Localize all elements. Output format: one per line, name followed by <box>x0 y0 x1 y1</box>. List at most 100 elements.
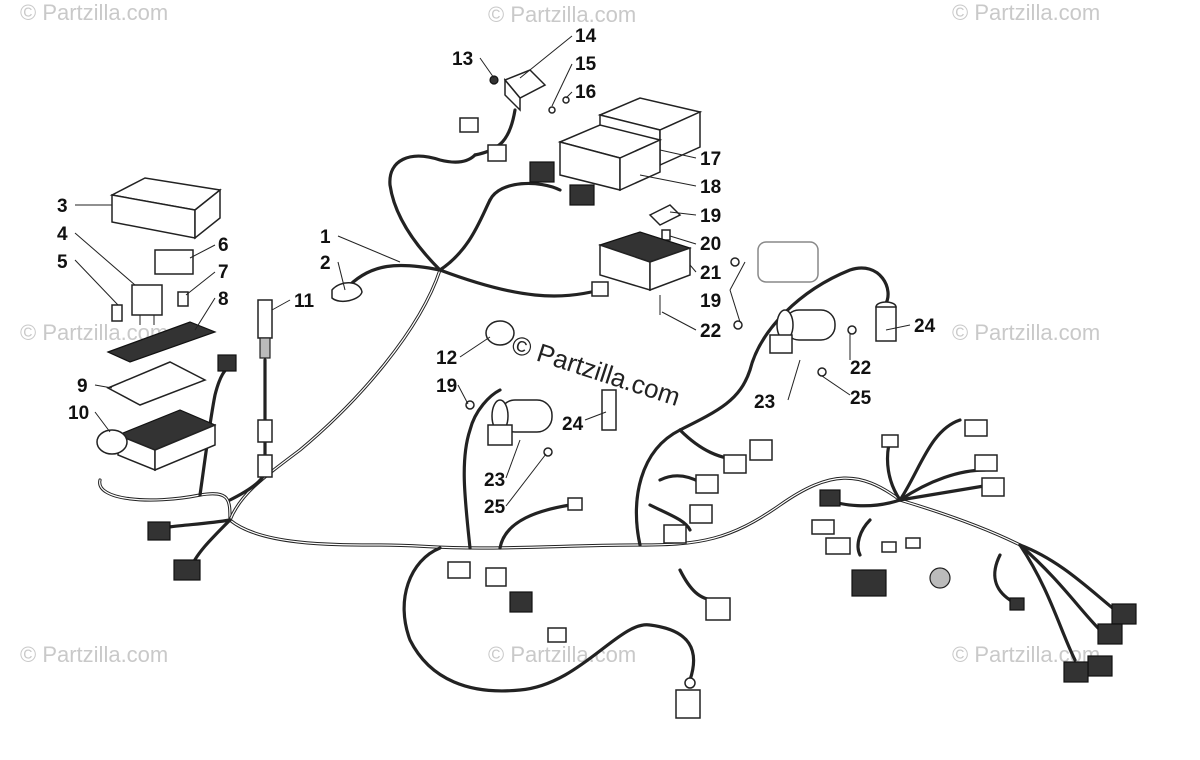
callout-13: 13 <box>452 49 473 70</box>
callout-4: 4 <box>57 224 68 245</box>
callout-17: 17 <box>700 149 721 170</box>
callout-19: 19 <box>700 206 721 227</box>
fuse-box-cover <box>109 177 222 240</box>
callout-12: 12 <box>436 348 457 369</box>
callout-10: 10 <box>68 403 89 424</box>
connector <box>981 477 1005 497</box>
screw <box>847 325 857 335</box>
connector <box>485 567 507 587</box>
connector <box>447 561 471 579</box>
connector <box>1111 603 1137 625</box>
connector <box>1097 623 1123 645</box>
connector <box>487 144 507 162</box>
cable-clamp <box>96 429 128 455</box>
watermark: © Partzilla.com <box>952 0 1100 25</box>
nut <box>489 75 499 85</box>
callout-22-right: 22 <box>850 358 871 379</box>
fuse-label-card <box>106 321 217 363</box>
callout-14: 14 <box>575 26 597 47</box>
sensor-connector <box>257 454 273 478</box>
ecu-cover <box>557 124 663 192</box>
washer <box>648 204 682 226</box>
callout-labels: 1 2 3 4 5 6 7 8 9 10 11 12 13 14 15 16 1… <box>57 26 936 518</box>
oxygen-sensor <box>257 299 273 359</box>
voltage-regulator <box>598 231 692 292</box>
callout-25-right: 25 <box>850 388 872 409</box>
callout-19-right: 19 <box>700 291 721 312</box>
connector <box>569 184 595 206</box>
callout-22: 22 <box>700 321 721 342</box>
callout-25-center: 25 <box>484 497 506 518</box>
connector <box>1063 661 1089 683</box>
connector <box>459 117 479 133</box>
connector <box>749 439 773 461</box>
callout-5: 5 <box>57 252 68 273</box>
fuse-box-gasket <box>106 361 207 406</box>
callout-1: 1 <box>320 227 331 248</box>
nut <box>730 257 740 267</box>
connector <box>689 504 713 524</box>
grommet <box>485 320 515 346</box>
connector <box>591 281 609 297</box>
callout-9: 9 <box>77 376 88 397</box>
connector <box>509 591 533 613</box>
mounting-bracket-side <box>504 77 521 112</box>
callout-15: 15 <box>575 54 597 75</box>
fuse-box-base <box>116 409 217 472</box>
callout-21: 21 <box>700 263 722 284</box>
watermark: © Partzilla.com <box>488 2 636 27</box>
connector <box>675 689 701 719</box>
callout-24-center: 24 <box>562 414 584 435</box>
watermark: © Partzilla.com <box>20 0 168 25</box>
ring-terminal <box>567 497 583 511</box>
connector <box>705 597 731 621</box>
nut <box>733 320 743 330</box>
connector <box>881 541 897 553</box>
parts <box>96 69 1137 719</box>
harness-clip <box>331 282 363 303</box>
callout-8: 8 <box>218 289 229 310</box>
spark-plug-cap-right <box>875 301 897 342</box>
starter-relay <box>757 241 819 283</box>
connector <box>217 354 237 372</box>
connector <box>905 537 921 549</box>
callout-20: 20 <box>700 234 721 255</box>
callout-18: 18 <box>700 177 721 198</box>
nut <box>661 229 671 241</box>
callout-23-center: 23 <box>484 470 505 491</box>
callout-24-right: 24 <box>914 316 936 337</box>
connector <box>529 161 555 183</box>
screw <box>562 96 570 104</box>
callout-23-right: 23 <box>754 392 775 413</box>
ignition-coil-lower <box>487 399 553 446</box>
callout-11: 11 <box>294 291 315 312</box>
connector <box>723 454 747 474</box>
connector <box>811 519 835 535</box>
connector <box>825 537 851 555</box>
ignition-coil-upper <box>769 309 836 354</box>
callout-2: 2 <box>320 253 331 274</box>
callout-16: 16 <box>575 82 596 103</box>
callout-7: 7 <box>218 262 229 283</box>
connector <box>695 474 719 494</box>
connector <box>1087 655 1113 677</box>
watermark: © Partzilla.com <box>952 320 1100 345</box>
sensor-connector <box>257 419 273 443</box>
washer <box>548 106 556 114</box>
connector <box>663 524 687 544</box>
indicator-bulb <box>929 567 951 589</box>
connector <box>173 559 201 581</box>
watermark: © Partzilla.com <box>20 642 168 667</box>
ring-terminal <box>684 677 696 689</box>
spark-plug-cap-lower <box>601 389 617 431</box>
callout-6: 6 <box>218 235 229 256</box>
connector <box>147 521 171 541</box>
connector <box>881 434 899 448</box>
relay-large <box>154 249 194 275</box>
screw <box>817 367 827 377</box>
connector <box>851 569 887 597</box>
relay-small <box>131 284 163 325</box>
connector <box>547 627 567 643</box>
callout-3: 3 <box>57 196 68 217</box>
